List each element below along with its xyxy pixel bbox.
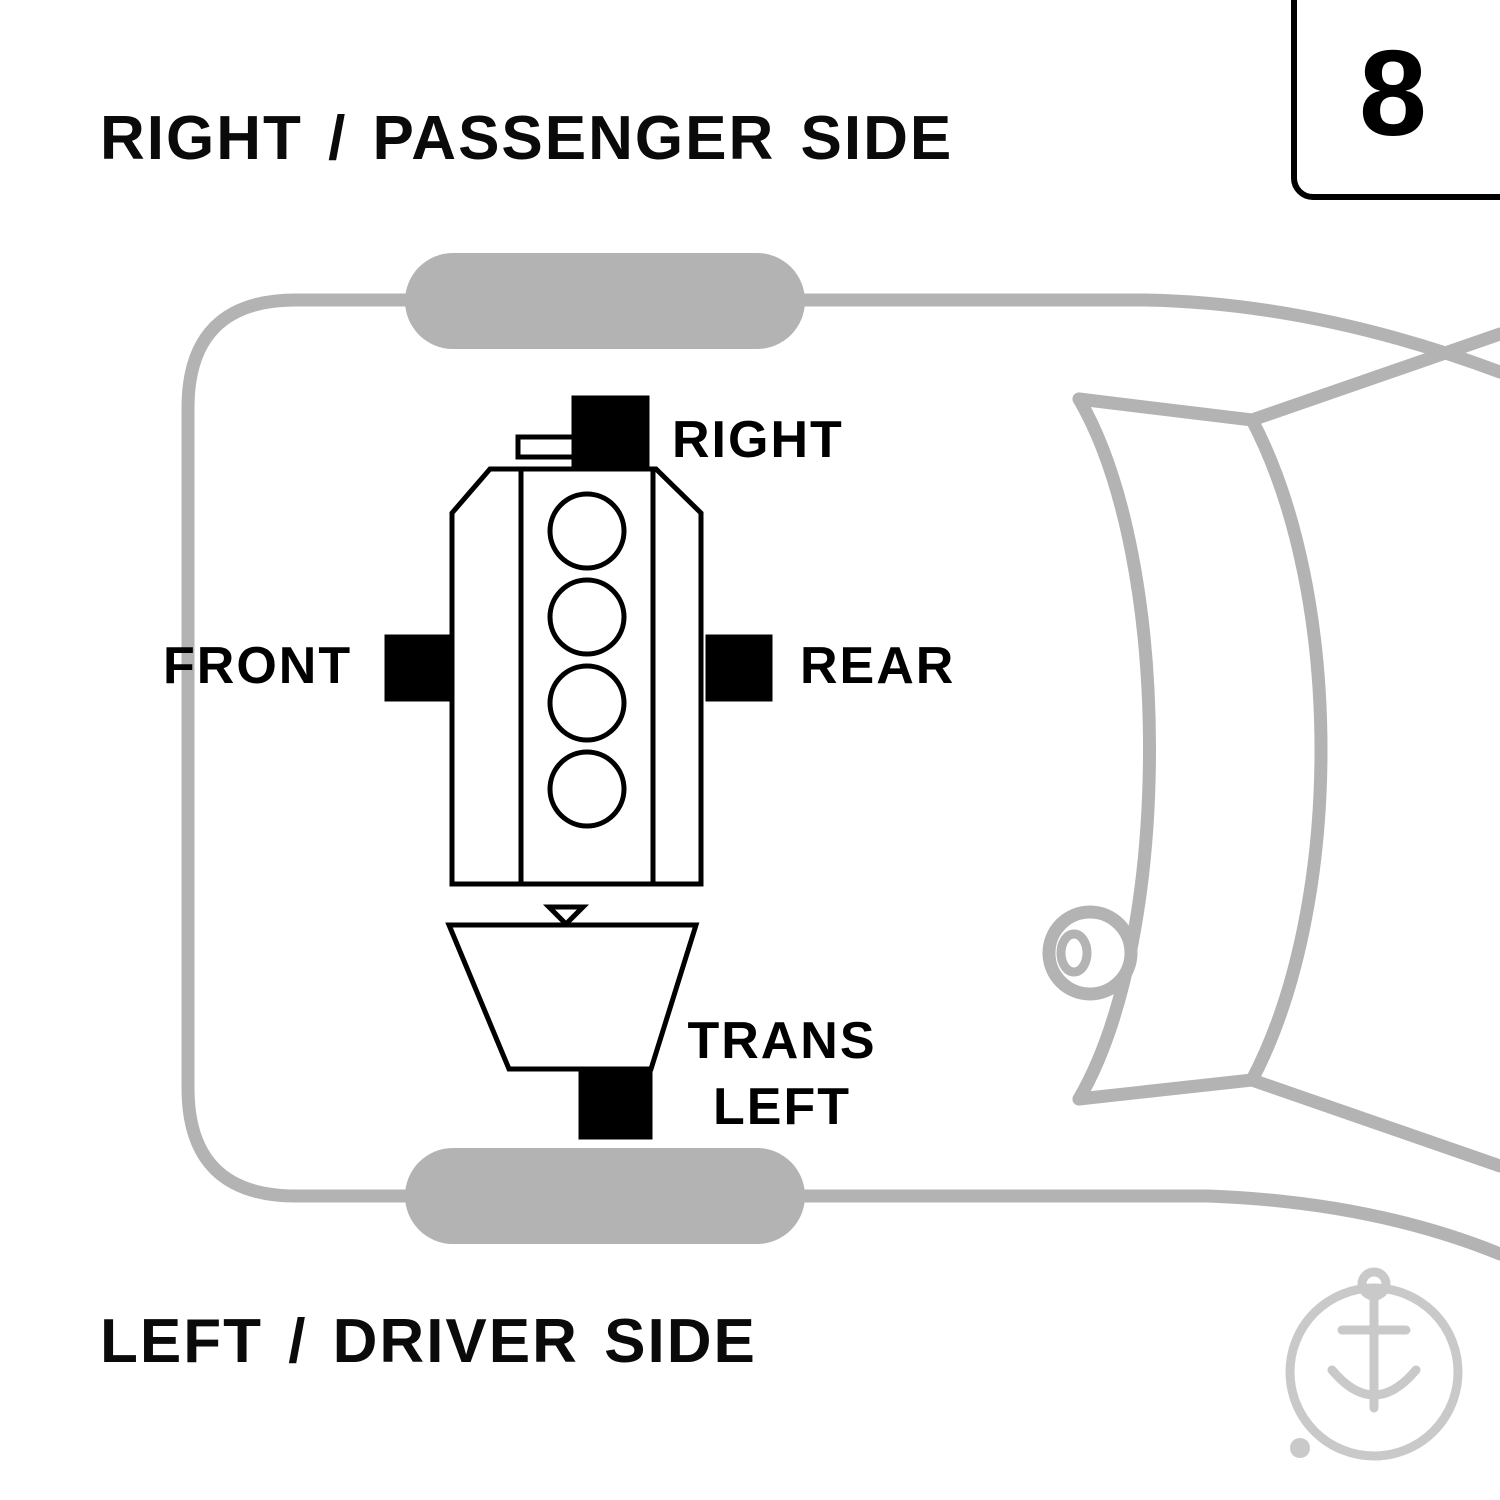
cylinder-4 <box>547 749 627 829</box>
right-mount-pin <box>515 434 583 460</box>
figure-number: 8 <box>1359 25 1427 161</box>
bottom-side-label: LEFT / DRIVER SIDE <box>100 1307 757 1376</box>
car-windshield-arc <box>1072 392 1156 1106</box>
car-hood-bottom-edge <box>1072 1073 1500 1173</box>
mount-label-right: RIGHT <box>672 411 844 469</box>
mount-label-rear: REAR <box>800 637 956 695</box>
tires <box>405 253 805 1244</box>
mount-front <box>384 634 450 702</box>
tire-bottom <box>405 1148 805 1244</box>
car-hood-top-edge <box>1072 327 1500 427</box>
watermark-anchor-flukes <box>1327 1365 1421 1400</box>
trans-label-line1: TRANS <box>687 1012 877 1070</box>
car-fuel-cap-detail <box>1056 929 1092 977</box>
car-hood-arc <box>1245 413 1328 1087</box>
watermark-ring <box>1285 1283 1463 1461</box>
mount-right <box>571 395 650 471</box>
transmission <box>445 922 700 1072</box>
watermark-logo <box>1285 1267 1463 1461</box>
tire-top <box>405 253 805 349</box>
cylinder-2 <box>547 577 627 657</box>
figure-number-badge: 8 <box>1291 0 1500 200</box>
mount-rear <box>705 634 773 702</box>
mount-label-trans-left: TRANS LEFT <box>676 1008 888 1140</box>
car-outline <box>181 293 1500 1261</box>
mount-trans-left <box>578 1067 653 1140</box>
dipstick-funnel-icon <box>542 904 590 928</box>
cylinder-1 <box>547 491 627 571</box>
car-body-outline <box>181 293 1500 1261</box>
engine-diagram <box>384 395 773 1140</box>
trans-label-line2: LEFT <box>713 1078 851 1136</box>
mount-label-front: FRONT <box>163 637 353 695</box>
watermark-ball <box>1290 1438 1310 1458</box>
cylinder-3 <box>547 663 627 743</box>
top-side-label: RIGHT / PASSENGER SIDE <box>100 104 954 173</box>
